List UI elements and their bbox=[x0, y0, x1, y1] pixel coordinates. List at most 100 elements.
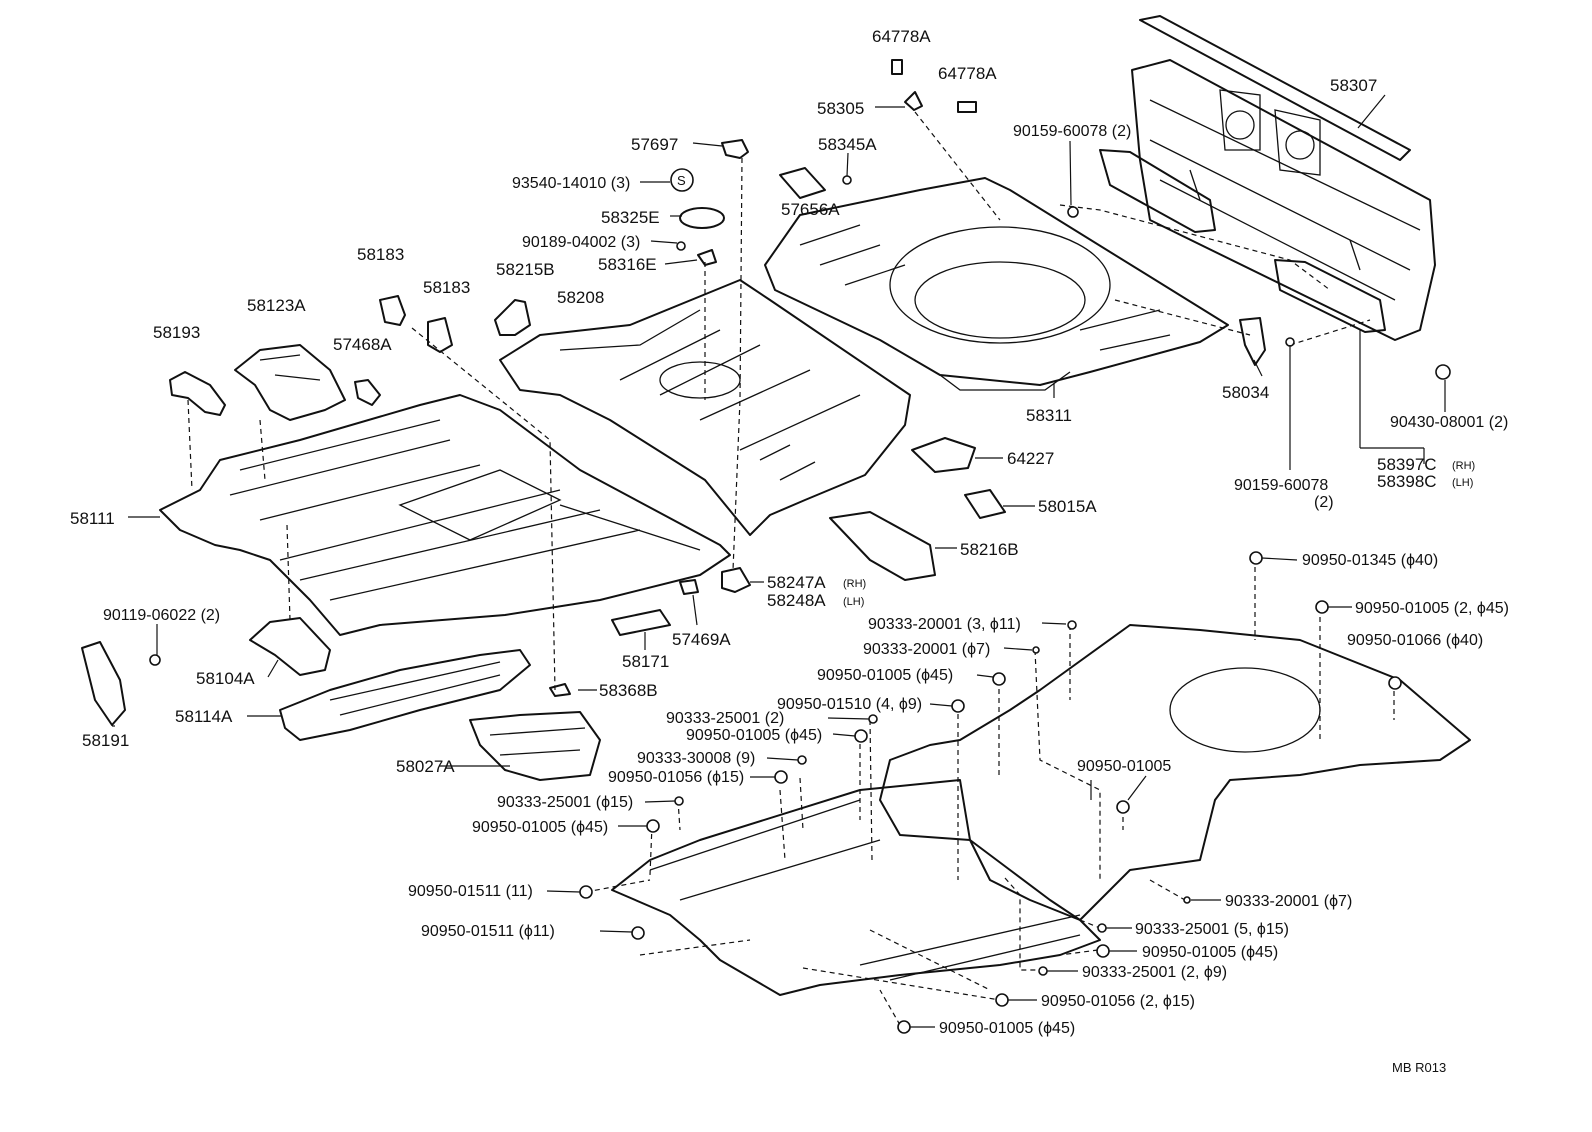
part-58193-bracket bbox=[169, 371, 226, 416]
part-58305-clip bbox=[904, 91, 923, 111]
label-58193: 58193 bbox=[153, 323, 200, 342]
label-90950-01005-45d: 90950-01005 (ϕ45) bbox=[1142, 944, 1278, 961]
part-58171-plate bbox=[611, 609, 671, 636]
label-58191: 58191 bbox=[82, 731, 129, 750]
label-90950-01510: 90950-01510 (4, ϕ9) bbox=[777, 696, 922, 713]
label-90159-60078-bottom: 90159-60078 bbox=[1234, 477, 1328, 494]
label-90950-01005-right: 90950-01005 bbox=[1077, 758, 1171, 775]
label-58183-b: 58183 bbox=[423, 278, 470, 297]
part-57697-clip bbox=[721, 139, 749, 159]
label-58171: 58171 bbox=[622, 652, 669, 671]
label-64778A-top: 64778A bbox=[872, 27, 931, 46]
part-58311-rear-floor-pan bbox=[764, 177, 1229, 391]
label-58307: 58307 bbox=[1330, 76, 1377, 95]
part-58123A-bracket bbox=[234, 344, 346, 421]
label-58316E: 58316E bbox=[598, 255, 657, 274]
label-90950-01005-45c: 90950-01005 (ϕ45) bbox=[472, 819, 608, 836]
fasteners bbox=[149, 175, 1451, 1034]
label-58311: 58311 bbox=[1026, 406, 1072, 425]
label-58397C: 58397C bbox=[1377, 455, 1437, 474]
part-58215B-bracket bbox=[494, 299, 531, 336]
footer-diagram-code: MB R013 bbox=[1392, 1060, 1446, 1075]
label-90950-01005-45b: 90950-01005 (ϕ45) bbox=[686, 727, 822, 744]
label-90950-01511-11a: 90950-01511 (11) bbox=[408, 883, 533, 900]
label-90950-01005-45a: 90950-01005 (ϕ45) bbox=[817, 667, 953, 684]
label-93540-14010: 93540-14010 (3) bbox=[512, 175, 630, 192]
part-58034-bracket bbox=[1239, 317, 1266, 366]
label-58216B: 58216B bbox=[960, 540, 1019, 559]
label-90333-20001-7b: 90333-20001 (ϕ7) bbox=[1225, 893, 1352, 910]
part-58307-rear-panel bbox=[1131, 15, 1436, 341]
label-58104A: 58104A bbox=[196, 669, 255, 688]
label-58397C-rh: (RH) bbox=[1452, 460, 1475, 472]
label-90333-25001-2-9: 90333-25001 (2, ϕ9) bbox=[1082, 964, 1227, 981]
label-64778A-right: 64778A bbox=[938, 64, 997, 83]
part-58397C-side-member bbox=[1099, 149, 1386, 333]
label-90333-25001-5-15: 90333-25001 (5, ϕ15) bbox=[1135, 921, 1289, 938]
label-58325E: 58325E bbox=[601, 208, 660, 227]
standard-part-symbol-text: S bbox=[677, 173, 686, 188]
label-58248A: 58248A bbox=[767, 591, 826, 610]
label-90950-01005-45e: 90950-01005 (ϕ45) bbox=[939, 1020, 1075, 1037]
label-90189-04002: 90189-04002 (3) bbox=[522, 234, 640, 251]
standard-part-symbol-icon bbox=[670, 168, 694, 192]
label-57468A: 57468A bbox=[333, 335, 392, 354]
label-90333-30008: 90333-30008 (9) bbox=[637, 750, 755, 767]
leader-lines bbox=[112, 94, 1446, 1028]
label-90119-06022: 90119-06022 (2) bbox=[103, 607, 220, 624]
label-90950-01345: 90950-01345 (ϕ40) bbox=[1302, 552, 1438, 569]
label-90950-01005-2-45: 90950-01005 (2, ϕ45) bbox=[1355, 600, 1509, 617]
part-58325E-cap bbox=[679, 207, 725, 229]
label-90950-01056-2-15: 90950-01056 (2, ϕ15) bbox=[1041, 993, 1195, 1010]
part-58111-front-floor-pan bbox=[159, 394, 731, 636]
label-58398C-lh: (LH) bbox=[1452, 477, 1473, 489]
part-58191-bracket bbox=[81, 641, 126, 726]
part-64778A-pads bbox=[891, 59, 977, 113]
label-58248A-lh: (LH) bbox=[843, 596, 864, 608]
part-58208-center-floor-pan bbox=[499, 279, 911, 536]
assembly-dashed-lines bbox=[187, 111, 1395, 1026]
label-57469A: 57469A bbox=[672, 630, 731, 649]
part-underbody-silencer bbox=[611, 624, 1471, 996]
label-90159-60078-bottom-qty: (2) bbox=[1314, 494, 1334, 511]
part-57656A-plate bbox=[779, 167, 826, 199]
label-90159-60078-top: 90159-60078 (2) bbox=[1013, 123, 1131, 140]
label-58208: 58208 bbox=[557, 288, 604, 307]
part-58247A-bracket bbox=[721, 567, 751, 593]
label-57697: 57697 bbox=[631, 135, 678, 154]
label-90333-20001-7a: 90333-20001 (ϕ7) bbox=[863, 641, 990, 658]
label-58398C: 58398C bbox=[1377, 472, 1437, 491]
label-58015A: 58015A bbox=[1038, 497, 1097, 516]
part-labels: 64778A 64778A 58305 58307 90159-60078 (2… bbox=[70, 27, 1509, 1075]
label-90333-20001-3-11: 90333-20001 (3, ϕ11) bbox=[868, 616, 1021, 633]
label-58247A: 58247A bbox=[767, 573, 826, 592]
label-90430-08001: 90430-08001 (2) bbox=[1390, 414, 1508, 431]
part-58114A-crossmember bbox=[279, 649, 531, 741]
label-90950-01056-15: 90950-01056 (ϕ15) bbox=[608, 769, 744, 786]
label-58183-a: 58183 bbox=[357, 245, 404, 264]
label-58345A: 58345A bbox=[818, 135, 877, 154]
label-58305: 58305 bbox=[817, 99, 864, 118]
part-57468A-bracket bbox=[354, 379, 381, 406]
part-58015A-pad bbox=[964, 489, 1006, 519]
part-64227-bracket bbox=[911, 437, 976, 473]
label-64227: 64227 bbox=[1007, 449, 1054, 468]
part-58027A-bracket bbox=[469, 711, 601, 781]
label-58215B: 58215B bbox=[496, 260, 555, 279]
label-90950-01511-11b: 90950-01511 (ϕ11) bbox=[421, 923, 555, 940]
part-58104A-bracket bbox=[249, 617, 331, 676]
label-58123A: 58123A bbox=[247, 296, 306, 315]
label-58247A-rh: (RH) bbox=[843, 578, 866, 590]
part-58216B-plate bbox=[829, 511, 936, 581]
label-57656A: 57656A bbox=[781, 200, 840, 219]
part-58316E-clip bbox=[697, 249, 717, 266]
label-58034: 58034 bbox=[1222, 383, 1269, 402]
label-58114A: 58114A bbox=[175, 707, 233, 726]
label-58027A: 58027A bbox=[396, 757, 455, 776]
label-90950-01066: 90950-01066 (ϕ40) bbox=[1347, 632, 1483, 649]
part-57469A-clip bbox=[679, 579, 699, 595]
label-90333-25001-2: 90333-25001 (2) bbox=[666, 710, 784, 727]
label-58368B: 58368B bbox=[599, 681, 658, 700]
